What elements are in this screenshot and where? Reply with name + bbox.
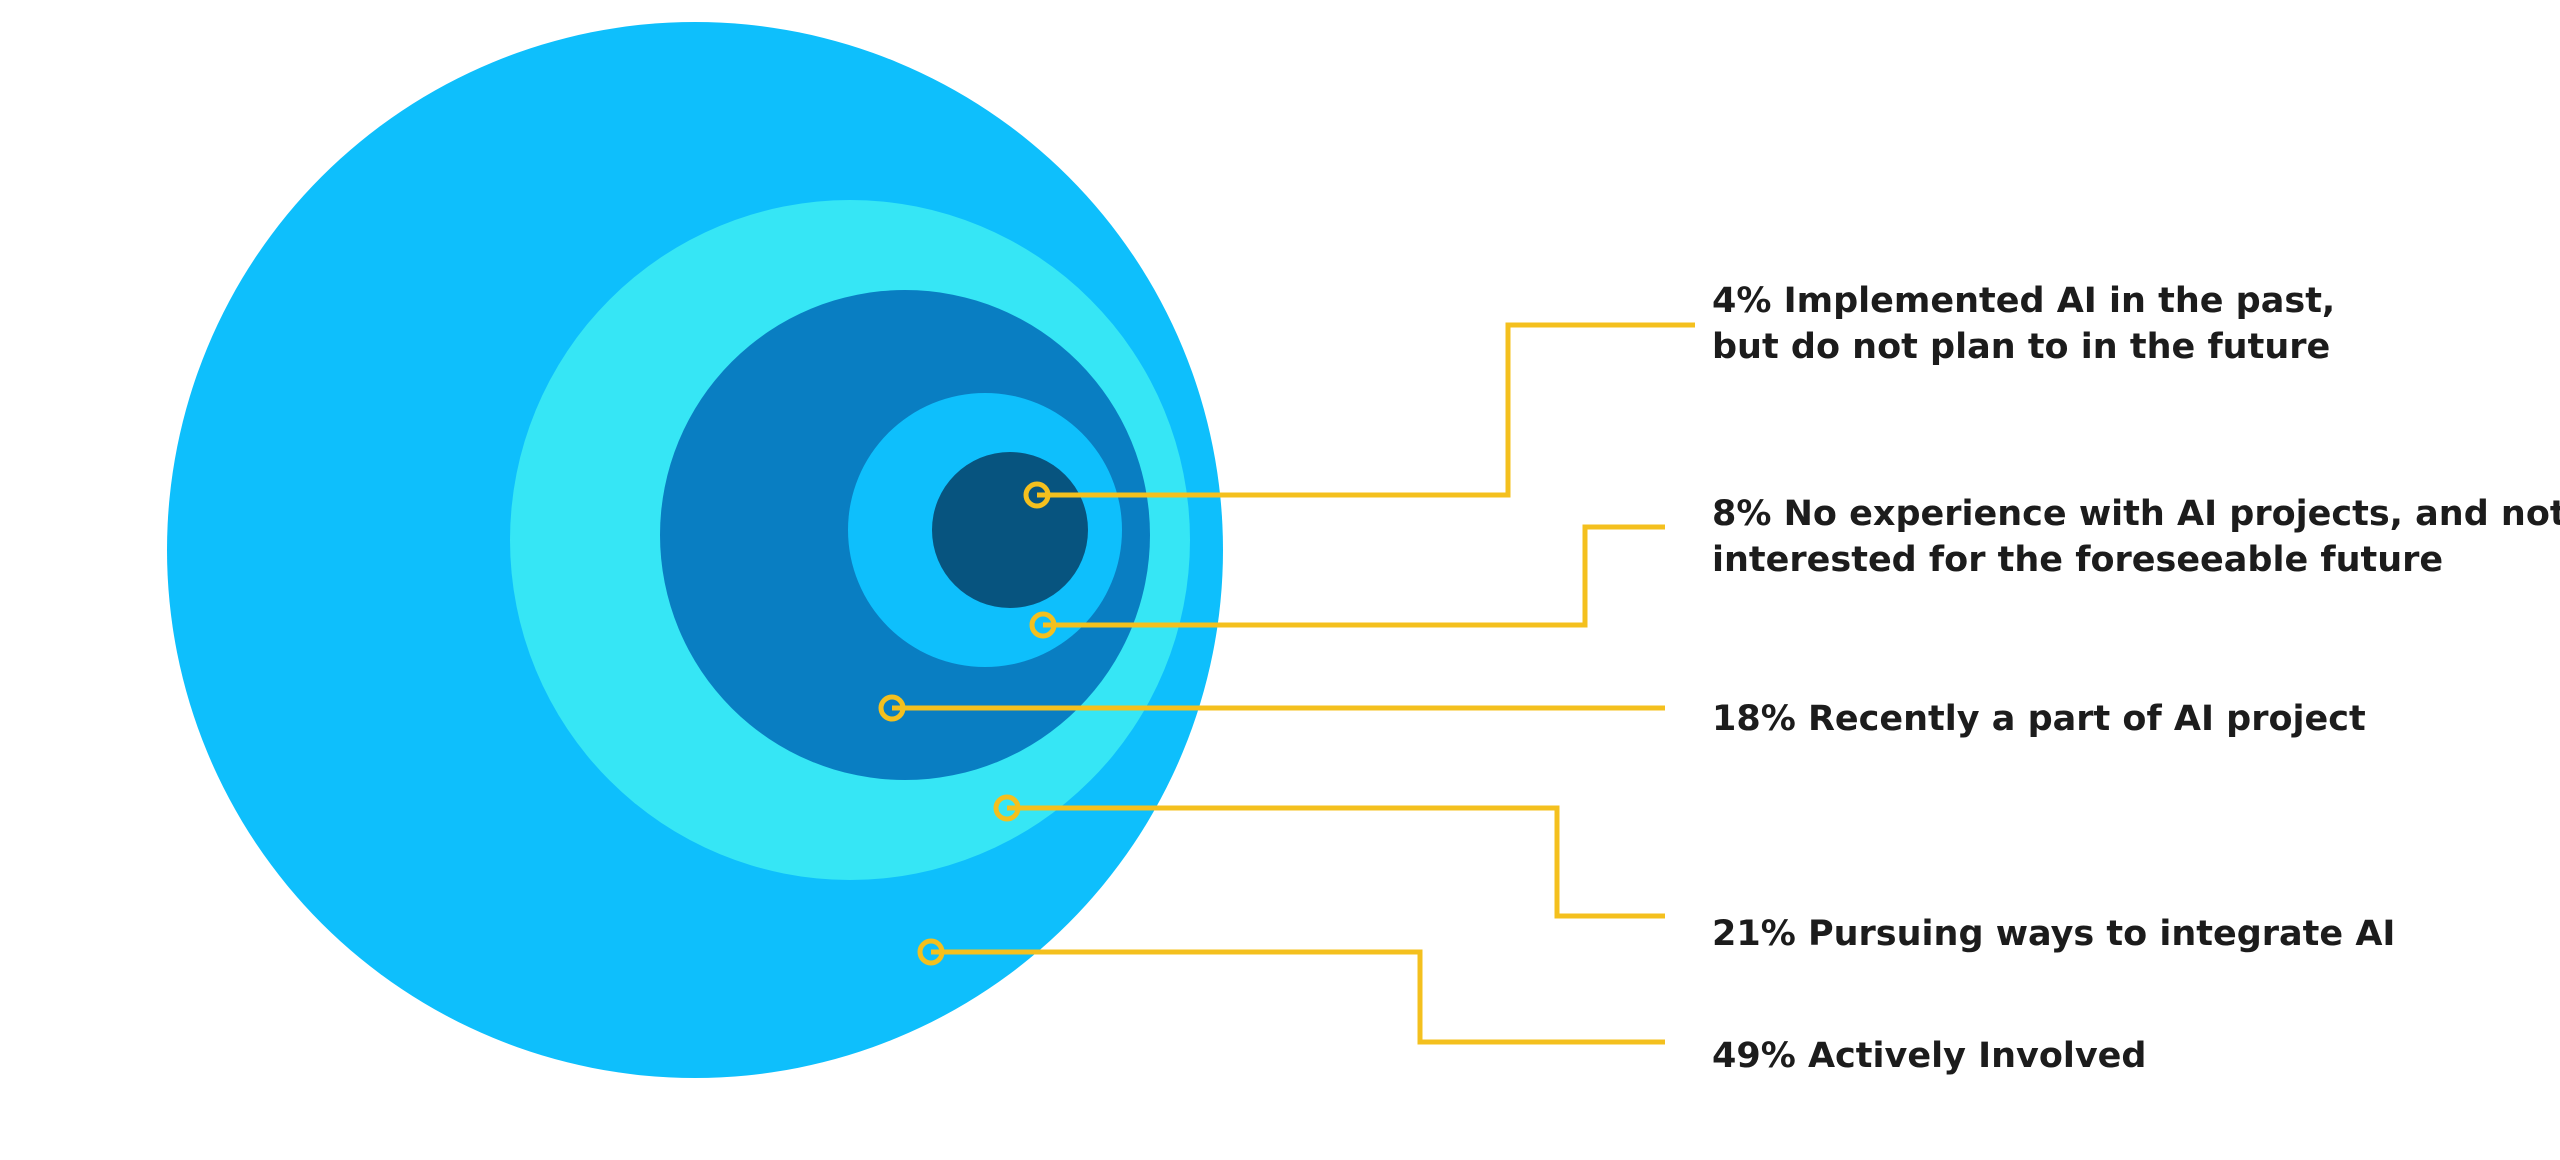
label-layer: 49% Actively Involved 21% Pursuing ways t… bbox=[1712, 281, 2560, 1076]
marker-8-percent bbox=[1029, 611, 1057, 639]
label-8-percent: 8% No experience with AI projects, and n… bbox=[1712, 494, 2560, 580]
leader-line-21-percent bbox=[1007, 805, 1665, 919]
marker-4-percent bbox=[1023, 481, 1051, 509]
label-18-percent: 18% Recently a part of AI project bbox=[1712, 699, 2366, 739]
label-line: 8% No experience with AI projects, and n… bbox=[1712, 494, 2560, 534]
marker-18-percent bbox=[878, 694, 906, 722]
leader-line-4-percent bbox=[1037, 322, 1695, 498]
leader-line-8-percent bbox=[1043, 524, 1665, 628]
circle-4-percent bbox=[932, 452, 1088, 608]
label-line: 21% Pursuing ways to integrate AI bbox=[1712, 914, 2395, 954]
leader-line-layer bbox=[878, 322, 1695, 1045]
circle-layer bbox=[167, 22, 1223, 1078]
label-line: 18% Recently a part of AI project bbox=[1712, 699, 2366, 739]
label-21-percent: 21% Pursuing ways to integrate AI bbox=[1712, 914, 2395, 954]
leader-line-49-percent bbox=[931, 949, 1665, 1045]
marker-21-percent bbox=[993, 794, 1021, 822]
label-49-percent: 49% Actively Involved bbox=[1712, 1036, 2146, 1076]
label-4-percent: 4% Implemented AI in the past, but do not… bbox=[1712, 281, 2335, 367]
label-line: 4% Implemented AI in the past, bbox=[1712, 281, 2335, 321]
label-line: but do not plan to in the future bbox=[1712, 327, 2330, 367]
label-line: interested for the foreseeable future bbox=[1712, 540, 2443, 580]
label-line: 49% Actively Involved bbox=[1712, 1036, 2146, 1076]
marker-49-percent bbox=[917, 938, 945, 966]
